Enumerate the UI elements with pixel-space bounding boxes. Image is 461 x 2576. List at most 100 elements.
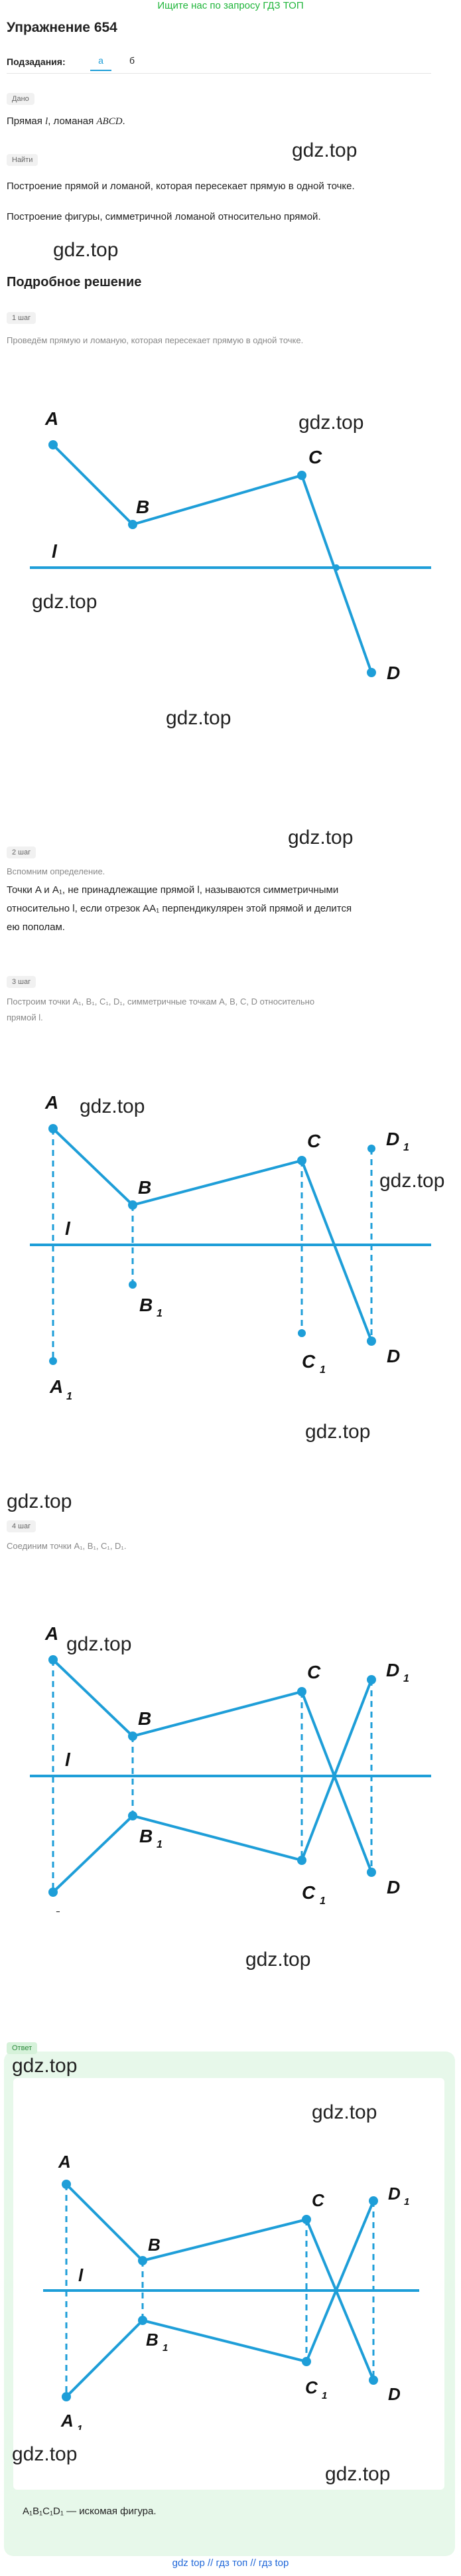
point-d	[367, 1868, 376, 1877]
point-c1	[302, 2357, 311, 2366]
label-a1-sub: 1	[66, 1391, 72, 1402]
label-d: D	[387, 1346, 400, 1366]
step2-intro: Вспомним определение.	[7, 866, 105, 876]
watermark: gdz.top	[312, 2101, 377, 2123]
point-d1	[367, 1675, 376, 1684]
watermark: gdz.top	[305, 1421, 371, 1443]
watermark: gdz.top	[325, 2463, 391, 2485]
label-c1: C	[302, 1351, 316, 1372]
label-b1: B	[139, 1826, 153, 1846]
step2-definition-3: ею пополам.	[7, 922, 65, 933]
point-c	[297, 1687, 306, 1696]
broken-line-a1b1c1d1	[65, 2200, 375, 2398]
footer-links[interactable]: gdz top // гдз топ // гдз top	[172, 2557, 289, 2569]
watermark: gdz.top	[80, 1095, 145, 1117]
given-badge: Дано	[7, 93, 34, 105]
label-a1: A	[49, 1376, 63, 1397]
label-d1-sub: 1	[403, 1673, 409, 1684]
label-b: B	[138, 1708, 151, 1729]
label-a: A	[44, 408, 58, 429]
label-b1-sub: 1	[157, 1308, 163, 1319]
point-b	[128, 1200, 137, 1210]
label-d1-sub: 1	[403, 1142, 409, 1153]
broken-line-abcd	[52, 443, 373, 673]
tab-b[interactable]: б	[129, 55, 135, 66]
top-link[interactable]: Ищите нас по запросу ГДЗ ТОП	[157, 0, 304, 11]
figure-step1: A B C D l	[30, 408, 431, 683]
label-b: B	[148, 2235, 161, 2255]
point-b	[138, 2256, 147, 2265]
page-title: Упражнение 654	[7, 20, 117, 35]
point-d	[369, 2375, 378, 2385]
point-c	[302, 2215, 311, 2224]
subtasks-label: Подзадания:	[7, 56, 66, 67]
label-b1-sub: 1	[157, 1839, 163, 1850]
figure-answer: A B C D l A 1 B 1 C 1 D 1	[43, 2152, 419, 2430]
point-a1	[62, 2392, 71, 2401]
label-c1: C	[302, 1882, 316, 1903]
step2-definition-2: относительно l, если отрезок AA₁ перпенд…	[7, 903, 352, 914]
label-a: A	[44, 1092, 58, 1113]
label-c: C	[312, 2190, 325, 2210]
label-c1-sub: 1	[320, 1364, 326, 1376]
label-b: B	[136, 497, 149, 517]
point-a	[48, 440, 58, 449]
intersection-point	[333, 564, 340, 571]
label-d1: D	[388, 2184, 401, 2204]
point-c1	[298, 1329, 306, 1337]
point-a1	[49, 1357, 57, 1365]
point-b1	[129, 1281, 137, 1289]
label-d1: D	[386, 1660, 399, 1680]
label-d: D	[387, 1877, 400, 1897]
point-d	[367, 668, 376, 677]
figure-step3: A B C D l A 1 B 1 C 1 D 1	[30, 1092, 431, 1402]
label-c1-sub: 1	[322, 2390, 327, 2401]
label-a1-sub: 1	[77, 2423, 82, 2430]
watermark: gdz.top	[298, 412, 364, 434]
point-a	[48, 1655, 58, 1664]
watermark: gdz.top	[66, 1633, 132, 1655]
point-c	[297, 1156, 306, 1165]
divider	[7, 73, 431, 74]
label-c: C	[307, 1131, 321, 1151]
step4-text: Соединим точки A₁, B₁, C₁, D₁.	[7, 1541, 127, 1551]
broken-line-abcd	[52, 1127, 373, 1342]
watermark: gdz.top	[53, 239, 119, 261]
point-c	[297, 471, 306, 480]
answer-figure-panel	[13, 2078, 444, 2490]
point-a	[48, 1124, 58, 1133]
answer-badge: Ответ	[7, 2042, 38, 2054]
step1-text: Проведём прямую и ломаную, которая перес…	[7, 335, 304, 345]
broken-line-abcd	[65, 2183, 375, 2381]
point-b1	[128, 1811, 137, 1820]
label-d: D	[388, 2384, 401, 2404]
point-d1	[369, 2196, 378, 2206]
answer-text: A₁B₁C₁D₁ — искомая фигура.	[23, 2506, 157, 2517]
label-l: l	[78, 2265, 84, 2285]
label-l: l	[65, 1749, 71, 1770]
watermark: gdz.top	[7, 1490, 72, 1512]
label-d: D	[387, 663, 400, 683]
find-item-1: Построение прямой и ломаной, которая пер…	[7, 181, 355, 192]
label-a: A	[44, 1623, 58, 1644]
broken-line-a1b1c1d1	[52, 1679, 373, 1893]
watermark: gdz.top	[292, 139, 358, 161]
point-b	[128, 520, 137, 529]
label-a1: A	[49, 1907, 63, 1912]
label-c: C	[308, 447, 322, 467]
label-l: l	[52, 541, 58, 562]
label-c1: C	[305, 2377, 318, 2397]
label-b1-sub: 1	[163, 2342, 168, 2354]
solution-title: Подробное решение	[7, 275, 142, 289]
point-d1	[367, 1145, 375, 1153]
step3-text-2: прямой l.	[7, 1012, 43, 1022]
broken-line-abcd	[52, 1658, 373, 1873]
watermark: gdz.top	[12, 2443, 78, 2465]
step4-badge: 4 шаг	[7, 1520, 36, 1532]
point-a1	[48, 1888, 58, 1897]
find-badge: Найти	[7, 154, 38, 166]
watermark: gdz.top	[288, 827, 354, 848]
step3-badge: 3 шаг	[7, 976, 36, 988]
step3-text-1: Построим точки A₁, B₁, C₁, D₁, симметрич…	[7, 997, 315, 1006]
tab-a[interactable]: а	[90, 55, 111, 71]
